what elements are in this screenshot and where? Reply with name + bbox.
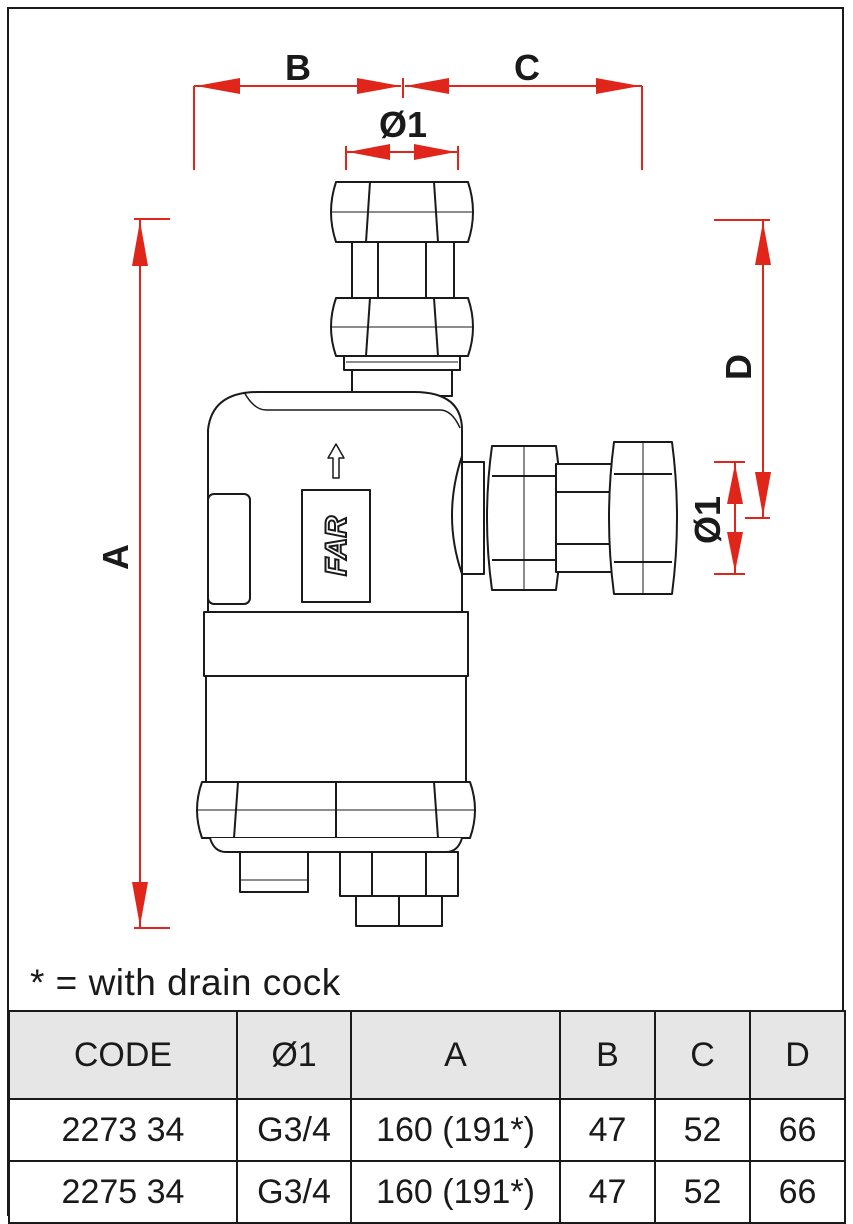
cell-c: 52 [654, 1160, 751, 1224]
cell-b: 47 [559, 1098, 656, 1162]
header-c: C [654, 1010, 751, 1100]
dimension-lines [132, 78, 771, 929]
valve-drawing [196, 181, 678, 927]
cell-code: 2275 34 [8, 1160, 238, 1224]
dim-label-d: D [718, 354, 759, 380]
cell-b: 47 [559, 1160, 656, 1224]
header-diameter: Ø1 [236, 1010, 352, 1100]
dim-label-diameter-side: Ø1 [687, 496, 728, 544]
far-logo: FAR [320, 516, 353, 576]
footnote: * = with drain cock [30, 962, 341, 1003]
header-d: D [749, 1010, 846, 1100]
table-header-row: CODE Ø1 A B C D [8, 1010, 846, 1100]
cell-diameter: G3/4 [236, 1160, 352, 1224]
table-row: 2275 34 G3/4 160 (191*) 47 52 66 [8, 1160, 846, 1224]
dimensions-table: CODE Ø1 A B C D 2273 34 G3/4 160 (191*) … [8, 1010, 846, 1224]
cell-d: 66 [749, 1160, 846, 1224]
dim-label-c: C [514, 47, 540, 88]
cell-d: 66 [749, 1098, 846, 1162]
cell-c: 52 [654, 1098, 751, 1162]
table-row: 2273 34 G3/4 160 (191*) 47 52 66 [8, 1098, 846, 1162]
cell-code: 2273 34 [8, 1098, 238, 1162]
dim-label-diameter-top: Ø1 [379, 104, 427, 145]
cell-diameter: G3/4 [236, 1098, 352, 1162]
cell-a: 160 (191*) [350, 1160, 561, 1224]
dim-label-a: A [95, 544, 136, 570]
header-b: B [559, 1010, 656, 1100]
header-code: CODE [8, 1010, 238, 1100]
technical-drawing: B C Ø1 A D Ø1 [95, 47, 771, 929]
dim-label-b: B [285, 47, 311, 88]
header-a: A [350, 1010, 561, 1100]
cell-a: 160 (191*) [350, 1098, 561, 1162]
